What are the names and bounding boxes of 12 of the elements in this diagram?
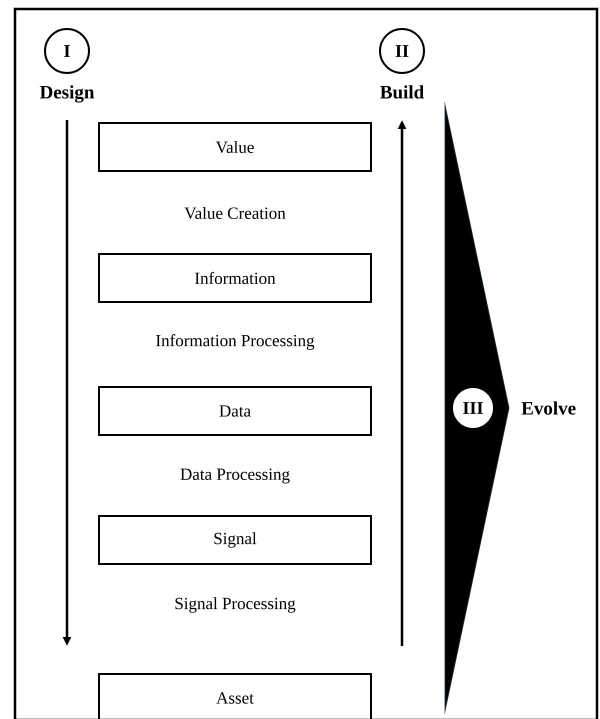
process-box: Asset — [98, 673, 372, 719]
step-label: Data Processing — [180, 468, 290, 484]
stage-label: Build — [380, 85, 424, 99]
step-label: Information Processing — [156, 334, 314, 350]
process-box: Value — [98, 122, 372, 172]
process-box: Signal — [98, 515, 372, 565]
process-box: Data — [98, 386, 372, 436]
step-label: Value Creation — [184, 206, 286, 220]
stage-label: Design — [40, 85, 94, 103]
step-label: Signal Processing — [175, 597, 296, 613]
stage-label: Evolve — [522, 401, 576, 415]
process-box: Information — [98, 253, 372, 303]
